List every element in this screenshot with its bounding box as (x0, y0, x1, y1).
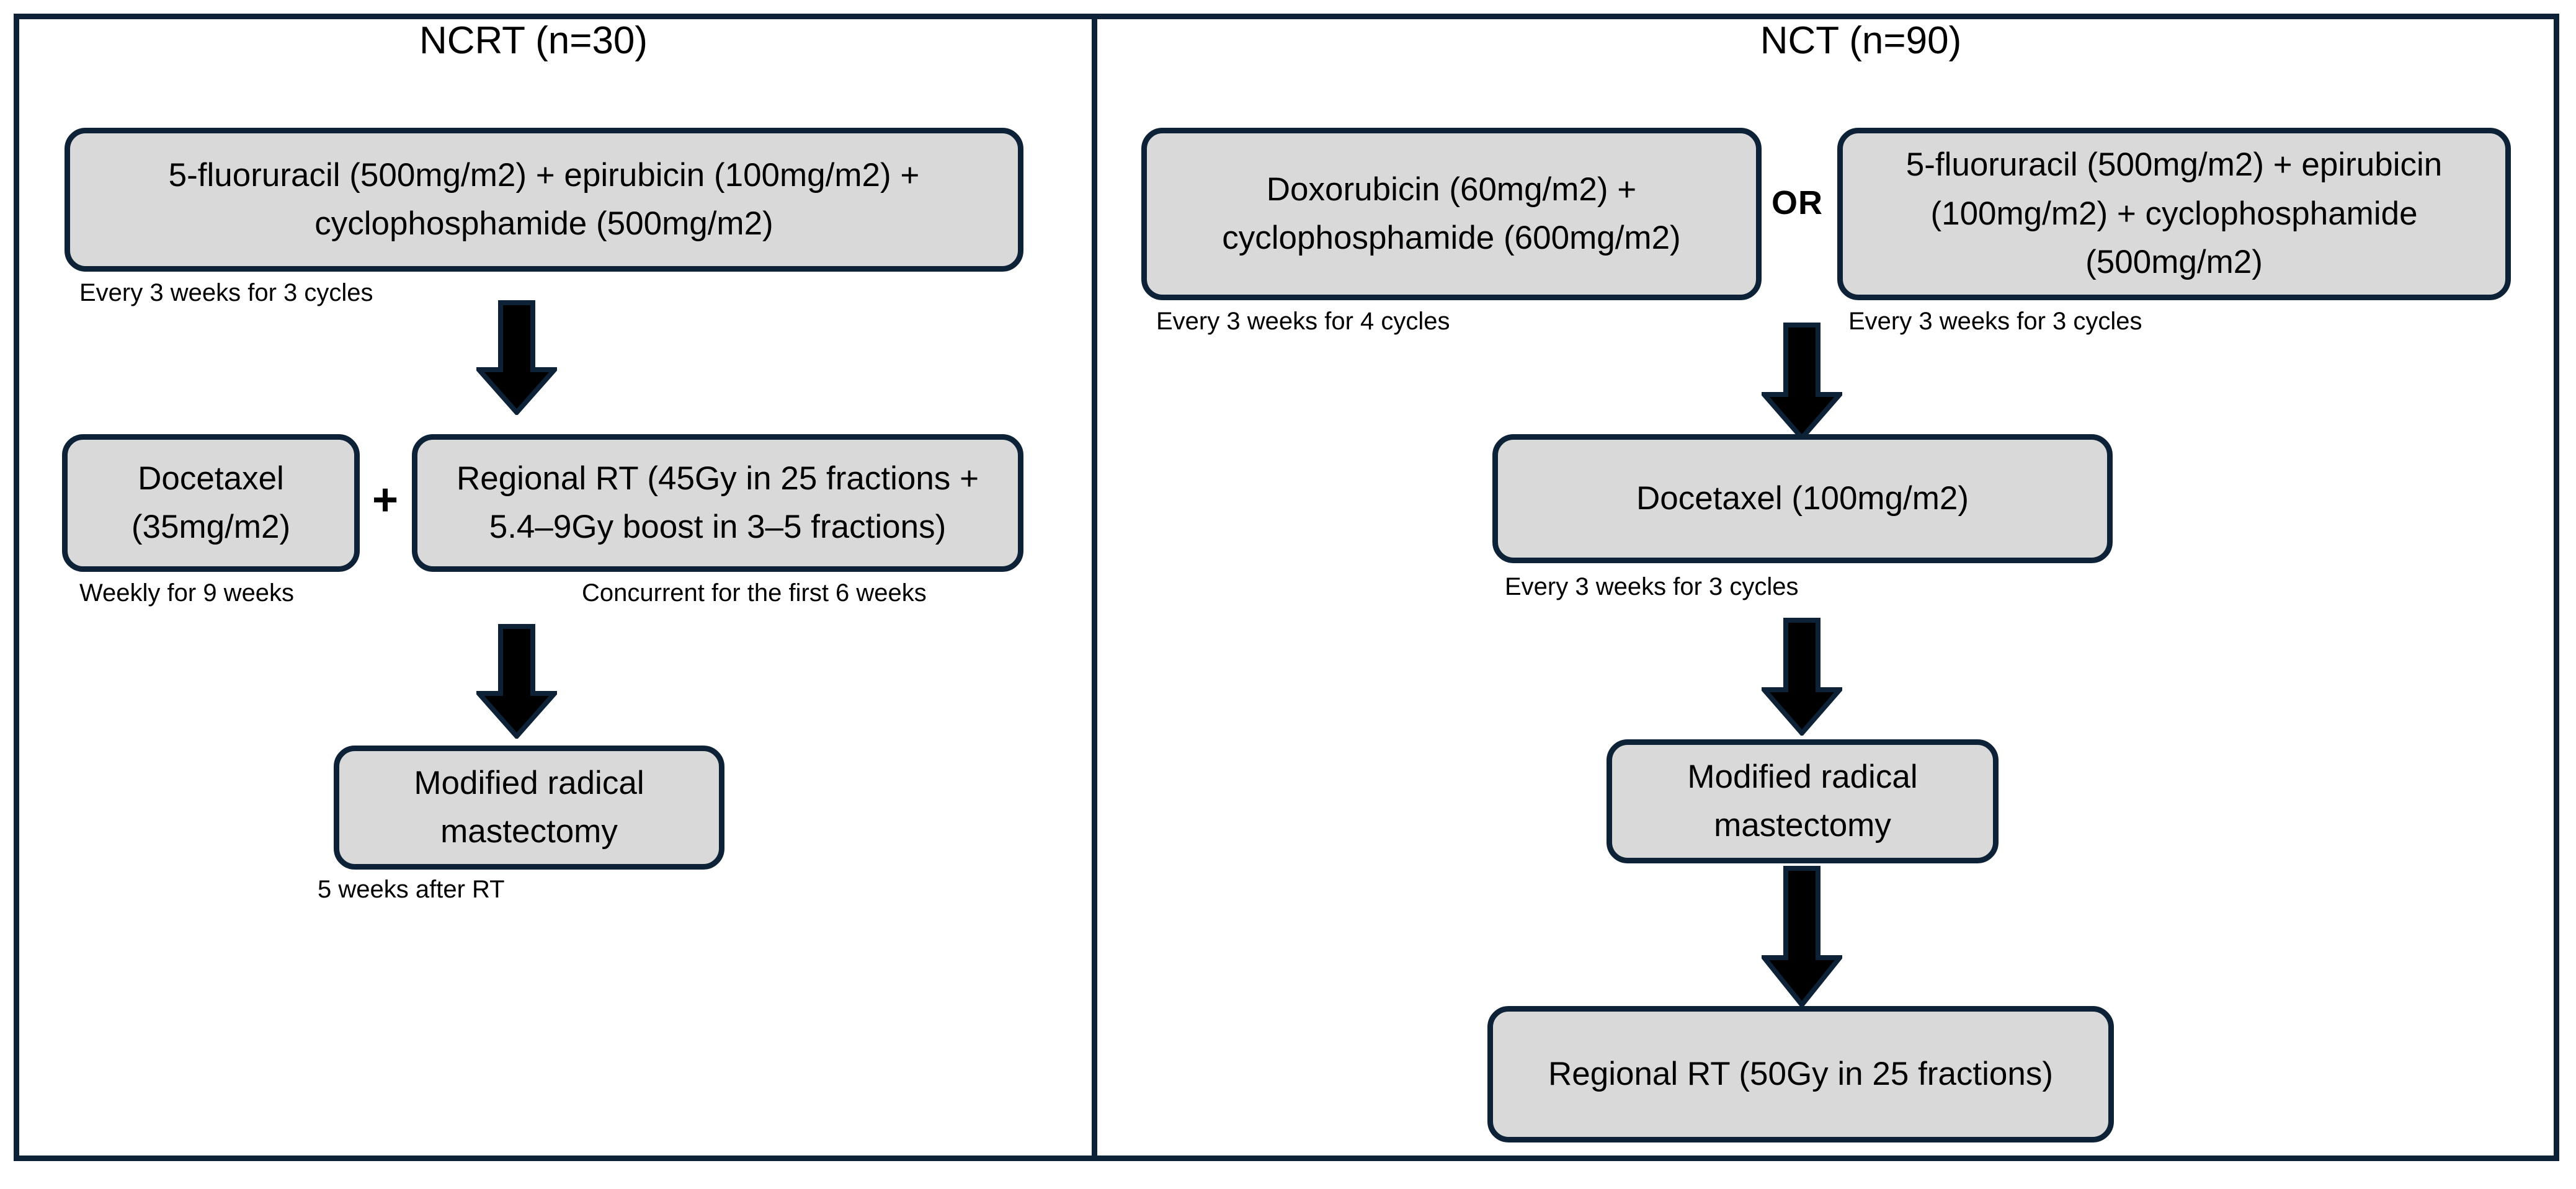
arrow-down-icon (476, 624, 557, 739)
plus-connector-icon: + (372, 475, 399, 525)
caption-ncrt-regional-rt: Concurrent for the first 6 weeks (582, 579, 927, 607)
node-nct-mastectomy-label: Modified radical mastectomy (1687, 758, 1918, 844)
node-ncrt-docetaxel-label: Docetaxel (35mg/m2) (131, 460, 291, 545)
caption-nct-ac: Every 3 weeks for 4 cycles (1156, 308, 1450, 335)
node-ncrt-mastectomy: Modified radical mastectomy (334, 746, 724, 870)
caption-ncrt-mastectomy: 5 weeks after RT (318, 876, 505, 903)
panel-title-nct: NCT (n=90) (1760, 19, 1962, 62)
node-ncrt-docetaxel: Docetaxel (35mg/m2) (62, 434, 360, 572)
node-ncrt-mastectomy-label: Modified radical mastectomy (414, 764, 644, 850)
node-ncrt-fec: 5-fluoruracil (500mg/m2) + epirubicin (1… (65, 128, 1023, 272)
panel-divider (1092, 14, 1097, 1161)
node-ncrt-fec-label: 5-fluoruracil (500mg/m2) + epirubicin (1… (168, 156, 920, 242)
arrow-down-icon (1762, 866, 1842, 1007)
arrow-down-icon (476, 300, 557, 415)
node-nct-fec: 5-fluoruracil (500mg/m2) + epirubicin (1… (1837, 128, 2511, 300)
caption-ncrt-docetaxel: Weekly for 9 weeks (79, 579, 295, 607)
node-nct-regional-rt: Regional RT (50Gy in 25 fractions) (1487, 1006, 2114, 1142)
node-nct-regional-rt-label: Regional RT (50Gy in 25 fractions) (1548, 1055, 2054, 1092)
node-nct-fec-label: 5-fluoruracil (500mg/m2) + epirubicin (1… (1905, 146, 2443, 281)
node-nct-docetaxel-label: Docetaxel (100mg/m2) (1636, 479, 1969, 517)
node-nct-ac: Doxorubicin (60mg/m2) + cyclophosphamide… (1141, 128, 1762, 300)
caption-nct-docetaxel: Every 3 weeks for 3 cycles (1505, 573, 1799, 600)
arrow-down-icon (1762, 323, 1842, 440)
caption-ncrt-fec: Every 3 weeks for 3 cycles (79, 279, 373, 306)
arrow-down-icon (1762, 618, 1842, 736)
node-nct-mastectomy: Modified radical mastectomy (1607, 739, 1999, 863)
or-connector-label: OR (1772, 184, 1823, 221)
panel-title-ncrt: NCRT (n=30) (419, 19, 648, 62)
node-ncrt-regional-rt-label: Regional RT (45Gy in 25 fractions + 5.4–… (456, 460, 979, 545)
node-ncrt-regional-rt: Regional RT (45Gy in 25 fractions + 5.4–… (412, 434, 1023, 572)
node-nct-docetaxel: Docetaxel (100mg/m2) (1492, 434, 2113, 563)
node-nct-ac-label: Doxorubicin (60mg/m2) + cyclophosphamide… (1222, 171, 1681, 256)
caption-nct-fec: Every 3 weeks for 3 cycles (1848, 308, 2142, 335)
